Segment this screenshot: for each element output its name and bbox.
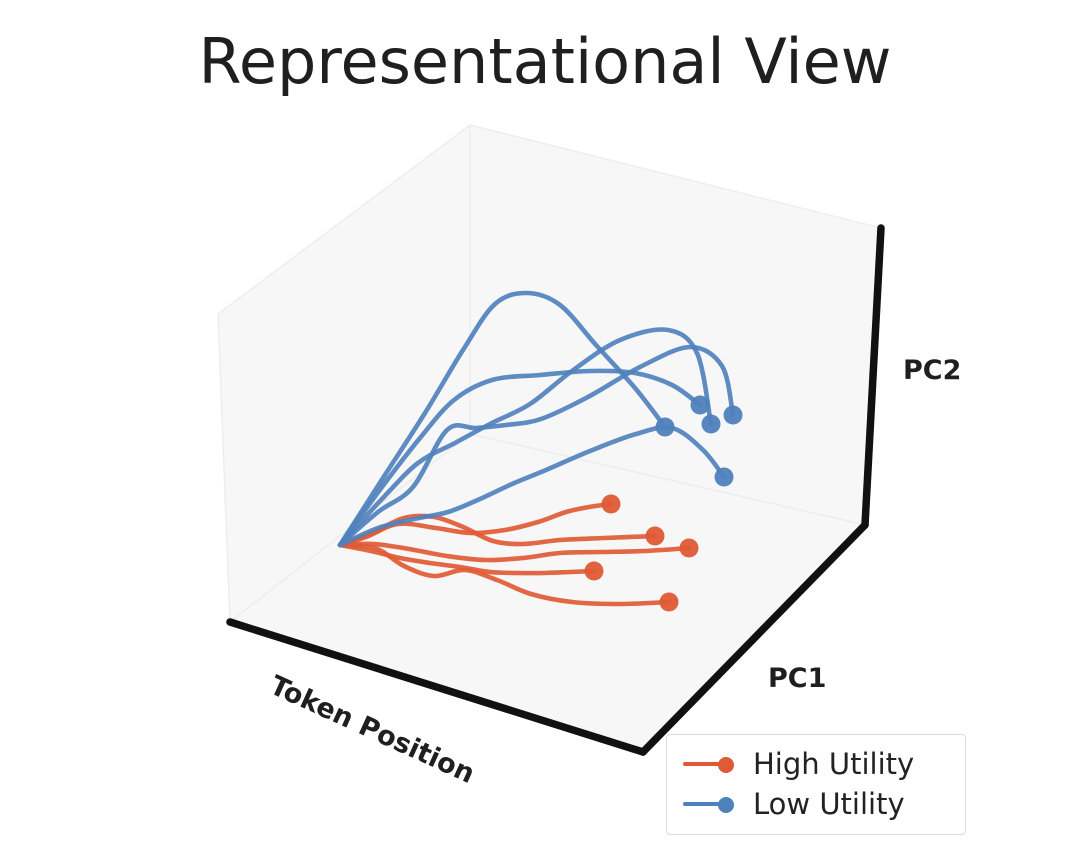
legend-line-icon (683, 802, 727, 807)
trajectory-endpoint-marker (701, 414, 721, 434)
legend-item-low-utility[interactable]: Low Utility (681, 784, 951, 824)
legend: High Utility Low Utility (666, 734, 966, 835)
page-title: Representational View (198, 25, 892, 98)
trajectory-endpoint-marker (601, 494, 621, 514)
trajectory-endpoint-markers (584, 395, 743, 612)
trajectory-line (337, 290, 668, 548)
trajectory-line (337, 424, 727, 548)
legend-swatch-low-utility (681, 792, 743, 816)
trajectory-line (337, 368, 703, 548)
trajectory-endpoint-marker (714, 467, 734, 487)
trajectory-endpoint-marker (645, 526, 665, 546)
trajectory-endpoint-marker (659, 592, 679, 612)
legend-item-high-utility[interactable]: High Utility (681, 744, 951, 784)
trajectory-endpoint-marker (679, 538, 699, 558)
legend-label-low-utility: Low Utility (753, 786, 905, 821)
legend-swatch-high-utility (681, 752, 743, 776)
axis-label-pc1: PC1 (768, 663, 827, 694)
trajectory-endpoint-marker (584, 561, 604, 581)
legend-marker-dot-icon (718, 796, 734, 813)
trajectory-endpoint-marker (655, 417, 675, 437)
trajectory-line (337, 327, 714, 548)
legend-label-high-utility: High Utility (753, 746, 915, 781)
trajectory-line (337, 542, 672, 607)
axes-spines (226, 224, 885, 756)
trajectory-endpoint-marker (723, 405, 743, 425)
trajectory-endpoint-marker (690, 395, 710, 415)
trajectory-line (337, 344, 736, 548)
trajectory-lines (337, 290, 736, 607)
trajectory-line (337, 541, 692, 563)
axis-label-pc2: PC2 (903, 355, 962, 386)
legend-line-icon (683, 762, 727, 767)
legend-marker-dot-icon (718, 756, 734, 773)
axes-panes (217, 123, 882, 753)
